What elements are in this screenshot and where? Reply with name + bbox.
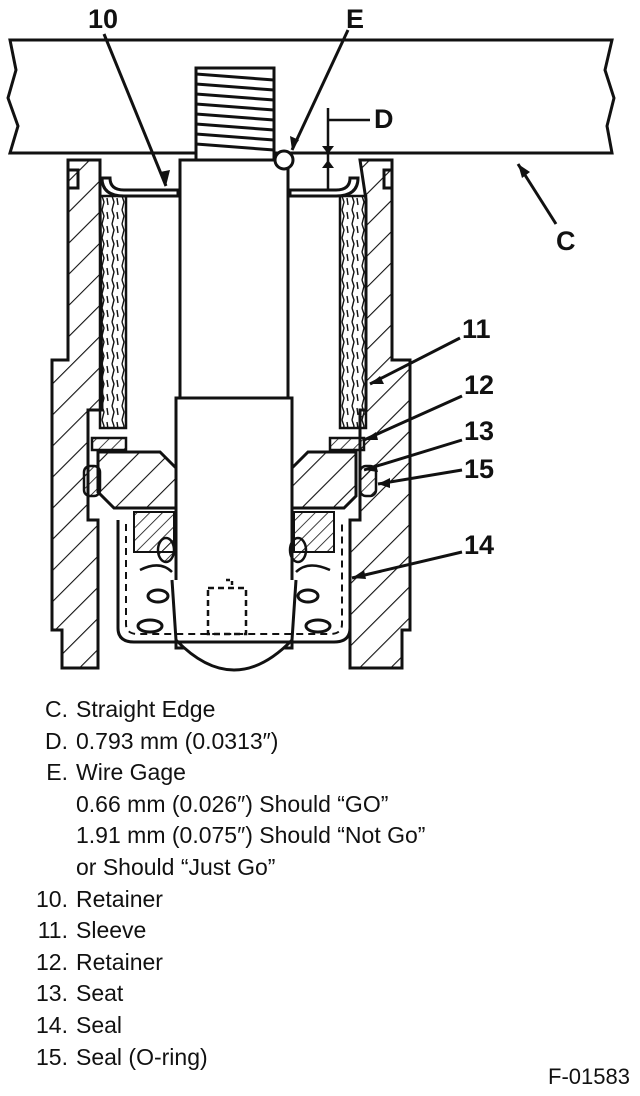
legend-key: 10. xyxy=(36,885,68,912)
legend-item: 15. Seal (O-ring) xyxy=(28,1042,628,1074)
legend-subitem: 1.91 mm (0.075″) Should “Not Go” xyxy=(76,822,426,849)
callout-e: E xyxy=(346,4,364,34)
callout-14: 14 xyxy=(464,530,494,560)
legend-key: 11. xyxy=(37,917,68,944)
callout-10: 10 xyxy=(88,4,118,34)
wire-gage xyxy=(273,149,295,171)
seat xyxy=(96,450,358,510)
legend-text: Wire Gage xyxy=(76,759,186,786)
legend-subitem: 0.66 mm (0.026″) Should “GO” xyxy=(76,790,389,817)
straight-edge xyxy=(6,38,616,155)
legend-item: C. Straight Edge xyxy=(28,694,628,726)
callout-13: 13 xyxy=(464,416,494,446)
legend-item: D. 0.793 mm (0.0313″) xyxy=(28,726,628,758)
o-ring xyxy=(82,464,378,498)
dimension-d xyxy=(322,108,370,190)
legend-key: D. xyxy=(45,727,68,754)
legend-text: 0.793 mm (0.0313″) xyxy=(76,727,279,754)
callout-15: 15 xyxy=(464,454,494,484)
legend-subitem: or Should “Just Go” xyxy=(76,853,276,880)
sleeve xyxy=(98,194,368,430)
retainer-washer xyxy=(90,436,366,452)
legend-item: 13. Seat xyxy=(28,978,628,1010)
leader-arrowheads xyxy=(160,136,530,579)
legend-key: 15. xyxy=(36,1043,68,1070)
callout-12: 12 xyxy=(464,370,494,400)
shaft-thread xyxy=(194,66,276,166)
housing-left xyxy=(50,158,104,670)
legend-text: Seal (O-ring) xyxy=(76,1043,208,1070)
legend-key: 14. xyxy=(36,1011,68,1038)
legend-text: Straight Edge xyxy=(76,696,216,722)
legend-text: Sleeve xyxy=(76,917,147,944)
legend-item: 14. Seal xyxy=(28,1010,628,1042)
callout-d: D xyxy=(374,104,394,134)
legend-key: C. xyxy=(45,696,68,722)
callout-c: C xyxy=(556,226,576,256)
legend-text: Seal xyxy=(76,1011,123,1038)
legend-text: Seat xyxy=(76,980,124,1007)
seal-spring xyxy=(136,564,332,634)
legend-item: 10. Retainer xyxy=(28,884,628,916)
legend-item: 11. Sleeve xyxy=(28,915,628,947)
callout-11: 11 xyxy=(462,314,491,344)
legend-item: E. Wire Gage xyxy=(28,757,628,789)
retainer-top xyxy=(100,176,360,198)
valve-cross-section-diagram: 10 E D C 11 12 13 15 14 xyxy=(6,4,616,672)
legend-key: E. xyxy=(46,759,68,786)
legend-item: 12. Retainer xyxy=(28,947,628,979)
housing-groove xyxy=(68,168,392,190)
legend-key: 13. xyxy=(36,980,68,1007)
legend-text: Retainer xyxy=(76,885,163,912)
seal-cup xyxy=(116,511,352,644)
figure-code: F-01583 xyxy=(548,1064,630,1089)
legend-text: Retainer xyxy=(76,948,163,975)
legend-key: 12. xyxy=(36,948,68,975)
shaft xyxy=(170,158,298,672)
